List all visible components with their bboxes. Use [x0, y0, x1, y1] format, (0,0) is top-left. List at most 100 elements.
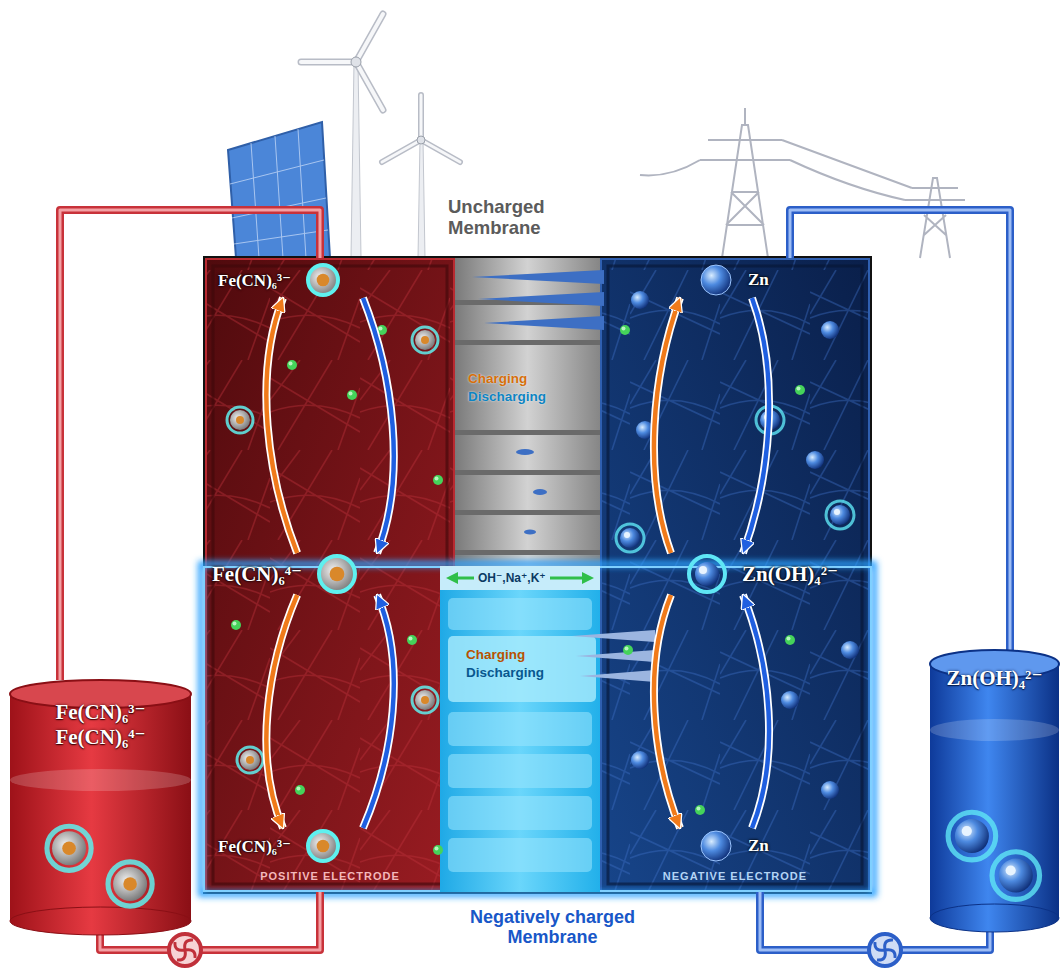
ion-particles [433, 475, 443, 485]
pump-icon [175, 940, 195, 960]
reaction-arrow [743, 595, 769, 828]
pump-icon [875, 940, 895, 960]
ion-symbol [689, 556, 725, 592]
storage-tank: Zn(OH)₄²⁻ [928, 650, 1061, 932]
wind-turbine [382, 95, 460, 162]
storage-tank [47, 826, 91, 870]
cell-housing [600, 258, 870, 892]
species-formula: Fe(CN)₆³⁻ [218, 836, 291, 857]
storage-tank [948, 812, 996, 860]
uncharged-membrane-body [455, 550, 600, 555]
ion-symbol [317, 274, 330, 287]
uncharged-membrane-body [455, 430, 600, 435]
reaction-arrow [266, 298, 297, 553]
wind-turbine [301, 14, 383, 110]
ion-symbol [701, 831, 731, 861]
label-holder: OH⁻,Na⁺,K⁺ [474, 568, 550, 586]
species-formula: Fe(CN)₆³⁻ [218, 270, 291, 291]
ion-particles [227, 291, 859, 855]
ion-symbol [695, 562, 719, 586]
ion-species: Fe(CN)₆⁴⁻ [212, 553, 384, 595]
storage-tank [108, 862, 152, 906]
tank-label: Zn(OH)₄²⁻ [946, 666, 1042, 691]
ion-species: Fe(CN)₆³⁻ [218, 828, 367, 864]
uncharged-membrane-body [478, 292, 604, 306]
cell-housing [203, 256, 872, 894]
storage-tank [930, 664, 1059, 918]
ion-particles [412, 687, 438, 713]
ion-particles [347, 390, 357, 400]
ion-symbol [316, 553, 358, 595]
charged-membrane-body [448, 838, 592, 872]
electrode-panel: POSITIVE ELECTRODEFe(CN)₆³⁻Fe(CN)₆⁴⁻Fe(C… [205, 258, 455, 892]
wind-turbine [301, 14, 383, 110]
charged-membrane-body [448, 754, 592, 788]
wind-turbine [417, 136, 425, 144]
arrow-outline [743, 595, 769, 828]
charged-membrane-body [440, 568, 600, 892]
species-formula: Zn(OH)₄²⁻ [742, 561, 838, 587]
ion-particles [631, 291, 649, 309]
storage-tank [47, 826, 91, 870]
charged-membrane-body [580, 670, 655, 682]
solar-panel [228, 122, 330, 258]
wind-turbine [351, 57, 361, 67]
pump-icon [169, 934, 201, 966]
species-formula: Fe(CN)₆⁴⁻ [212, 561, 302, 587]
tank-label: Fe(CN)₆⁴⁻ [55, 725, 145, 750]
storage-tank [930, 904, 1059, 932]
membrane-glow [201, 564, 874, 894]
ion-symbol [698, 262, 734, 298]
ion-symbol [319, 556, 355, 592]
arrow-outline [654, 298, 680, 553]
ion-particles [407, 635, 417, 645]
solar-panel [230, 129, 328, 258]
ion-particles [620, 325, 630, 335]
cell-housing [205, 258, 455, 892]
cell-housing [608, 266, 862, 884]
reaction-arrow [363, 298, 394, 553]
ion-particles [412, 327, 438, 353]
arrow-outline [743, 298, 769, 553]
cell-housing [206, 259, 454, 891]
charged-membrane-body [576, 650, 655, 662]
solar-panel [228, 122, 330, 258]
storage-tank [10, 907, 191, 935]
ion-symbol [330, 567, 345, 582]
ion-species: Fe(CN)₆³⁻ [218, 262, 367, 298]
pipe-highlight [60, 210, 320, 680]
reaction-arrow [363, 595, 394, 828]
storage-tank [992, 852, 1040, 900]
membrane-glow [204, 567, 871, 891]
ion-particles [616, 524, 644, 552]
cell-housing [601, 259, 869, 891]
storage-tank [10, 769, 191, 791]
arrow-outline [654, 595, 680, 828]
uncharged-membrane-body [516, 449, 534, 455]
ion-particles [785, 635, 795, 645]
uncharged-membrane-body [484, 316, 604, 330]
ion-particles [695, 805, 705, 815]
storage-tank [992, 852, 1040, 900]
reaction-arrow [654, 298, 680, 553]
ion-particles [781, 691, 799, 709]
pump-icon [869, 934, 901, 966]
uncharged-membrane-body [524, 530, 536, 535]
ion-particles [821, 781, 839, 799]
ion-particles [287, 360, 297, 370]
wind-turbine [301, 14, 460, 258]
ion-particles [795, 385, 805, 395]
reaction-arrow [654, 595, 680, 828]
power-pylon [905, 178, 965, 258]
storage-tank [10, 694, 191, 921]
node-text: Charging [440, 647, 525, 663]
ion-particles [841, 641, 859, 659]
ion-symbol [698, 828, 734, 864]
ion-transport-arrow [446, 572, 458, 584]
ion-particles [231, 620, 241, 630]
ion-symbol [317, 840, 330, 853]
uncharged-membrane-body [533, 489, 547, 495]
charged-membrane-body [440, 568, 655, 892]
cell-housing [205, 258, 455, 892]
